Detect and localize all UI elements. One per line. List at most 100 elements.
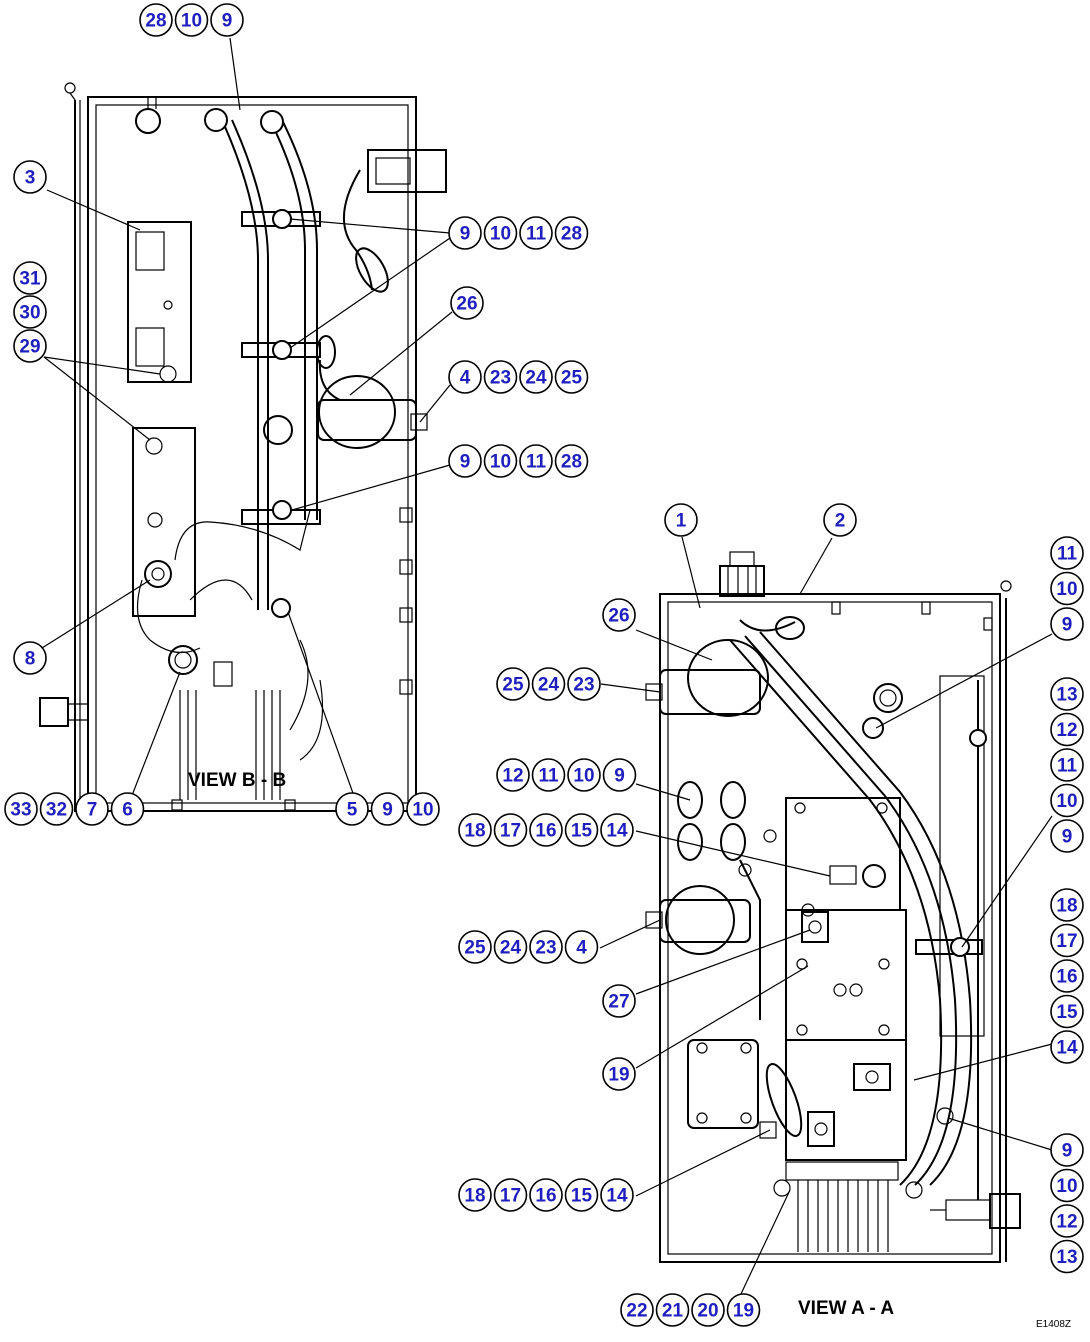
callout-bubble <box>1050 677 1084 711</box>
callout-number: 18 <box>1056 896 1077 917</box>
callout-bubble <box>691 1293 725 1327</box>
callout-number: 9 <box>222 11 233 32</box>
callout-number: 11 <box>1057 544 1078 565</box>
callout-number: 16 <box>1056 967 1077 988</box>
callout-bubble <box>13 329 47 363</box>
callout-bubble <box>600 813 634 847</box>
callout-bubble <box>1050 571 1084 606</box>
callout-bubble <box>620 1293 654 1327</box>
callout-bubble <box>1050 819 1084 853</box>
callout-number: 10 <box>412 800 433 821</box>
callout-number: 11 <box>1057 756 1078 777</box>
callout-number: 9 <box>1062 1141 1073 1162</box>
callout-bubble <box>75 792 109 826</box>
callout-number: 15 <box>571 821 593 842</box>
callout-number: 1 <box>676 511 687 532</box>
callout-bubble <box>1050 783 1084 818</box>
callout-number: 28 <box>561 224 582 245</box>
callout-bubble <box>1050 748 1084 782</box>
callout-bubble <box>664 503 698 537</box>
callout-number: 10 <box>181 11 202 32</box>
callout-number: 20 <box>697 1301 718 1322</box>
callout-number: 33 <box>10 800 31 821</box>
callout-bubble <box>600 1178 634 1212</box>
callout-group-a-27: 27 <box>602 984 636 1018</box>
callout-bubble <box>564 1178 599 1212</box>
callout-bubble <box>1050 994 1084 1029</box>
callout-number: 11 <box>526 224 547 245</box>
callout-number: 32 <box>46 800 67 821</box>
callout-bubble <box>1050 959 1084 993</box>
callout-group-b-26: 26 <box>450 286 484 320</box>
view-b-panel <box>39 82 447 818</box>
callout-bubble <box>823 503 857 537</box>
callout-number: 17 <box>500 821 521 842</box>
callout-number: 10 <box>490 452 511 473</box>
callout-group-a-2: 2 <box>823 503 857 537</box>
leader-lines <box>41 37 1053 1297</box>
callout-number: 2 <box>835 511 846 532</box>
callout-number: 31 <box>19 269 41 290</box>
callout-bubble <box>567 758 601 792</box>
callout-bubble <box>493 930 528 964</box>
callout-number: 4 <box>576 938 587 959</box>
callout-number: 14 <box>606 821 628 842</box>
callout-number: 26 <box>608 606 629 627</box>
callout-number: 23 <box>490 368 511 389</box>
callout-number: 21 <box>662 1301 684 1322</box>
callout-bubble <box>483 444 518 478</box>
view-b-enclosure-outer <box>87 96 417 812</box>
callout-number: 9 <box>460 224 471 245</box>
view-b-enclosure-inner <box>95 104 409 804</box>
callout-bubble <box>448 360 482 394</box>
callout-number: 29 <box>19 337 40 358</box>
callout-bubble <box>519 360 553 394</box>
callout-bubble <box>1050 712 1084 747</box>
callout-number: 17 <box>500 1186 521 1207</box>
callout-bubble <box>496 667 530 701</box>
callout-group-a-1: 1 <box>664 503 698 537</box>
callout-bubble <box>483 360 518 394</box>
callout-number: 26 <box>456 294 477 315</box>
callout-bubble <box>370 792 405 826</box>
callout-bubble <box>602 984 636 1018</box>
callout-number: 18 <box>464 821 485 842</box>
callout-number: 8 <box>25 649 36 670</box>
callout-bubble <box>13 160 47 194</box>
callout-bubble <box>450 286 484 320</box>
callout-bubble <box>602 1057 636 1091</box>
callout-number: 10 <box>573 766 594 787</box>
callout-number: 10 <box>1056 579 1077 600</box>
callout-number: 9 <box>1062 615 1073 636</box>
callout-number: 9 <box>382 800 393 821</box>
callout-bubble <box>13 261 47 295</box>
callout-number: 30 <box>19 303 40 324</box>
callout-bubble <box>110 792 145 826</box>
callout-bubble <box>448 216 482 250</box>
view-b-label: VIEW B - B <box>188 770 286 791</box>
view-a-heat-fins <box>797 1180 889 1252</box>
callout-bubble <box>496 758 530 792</box>
callout-number: 13 <box>1056 1247 1077 1268</box>
callout-bubble <box>493 1178 528 1212</box>
callout-group-b-29: 29 <box>13 329 47 363</box>
callout-number: 14 <box>1056 1038 1078 1059</box>
callout-bubble <box>531 667 566 701</box>
callout-number: 19 <box>608 1065 629 1086</box>
callout-number: 15 <box>571 1186 593 1207</box>
callout-bubble <box>1050 923 1084 958</box>
callout-bubble <box>564 813 599 847</box>
callout-bubble <box>564 930 599 964</box>
callout-number: 25 <box>464 938 486 959</box>
callout-group-a-26: 26 <box>602 598 636 632</box>
callout-bubble <box>519 216 553 250</box>
